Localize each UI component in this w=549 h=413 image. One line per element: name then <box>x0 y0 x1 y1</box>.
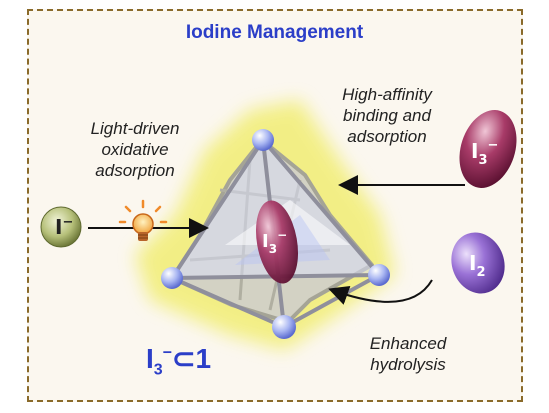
high-line-2: binding and <box>343 106 431 125</box>
arrow-hydrolysis <box>328 279 433 305</box>
light-line-1: Light-driven <box>90 119 180 138</box>
cage-vertex-bottom <box>272 315 296 339</box>
light-line-3: adsorption <box>95 161 175 180</box>
enh-line-1: Enhanced <box>369 334 447 353</box>
host-guest-formula: I3−⊂1 <box>146 343 212 379</box>
cage-vertex-top <box>252 129 274 151</box>
triiodide-ion <box>459 110 517 188</box>
cage-vertex-right <box>368 264 390 286</box>
iodine-molecule <box>451 232 505 294</box>
light-driven-label: Light-driven oxidative adsorption <box>50 118 220 181</box>
light-line-2: oxidative <box>101 140 169 159</box>
high-line-3: adsorption <box>347 127 427 146</box>
iodide-label: I− <box>55 215 73 239</box>
diagram-title: Iodine Management <box>185 22 364 43</box>
high-affinity-label: High-affinity binding and adsorption <box>312 84 462 147</box>
light-bulb-icon <box>118 199 168 241</box>
hydrolysis-label: Enhanced hydrolysis <box>348 333 468 375</box>
triiodide-label: I3− <box>471 138 498 168</box>
high-line-1: High-affinity <box>342 85 432 104</box>
enh-line-2: hydrolysis <box>370 355 446 374</box>
iodine-label: I2 <box>469 251 486 280</box>
encapsulated-triiodide-label: I3− <box>262 228 287 256</box>
cage-vertex-left <box>161 267 183 289</box>
iodide-ion <box>40 206 82 248</box>
encapsulated-triiodide <box>255 200 299 284</box>
